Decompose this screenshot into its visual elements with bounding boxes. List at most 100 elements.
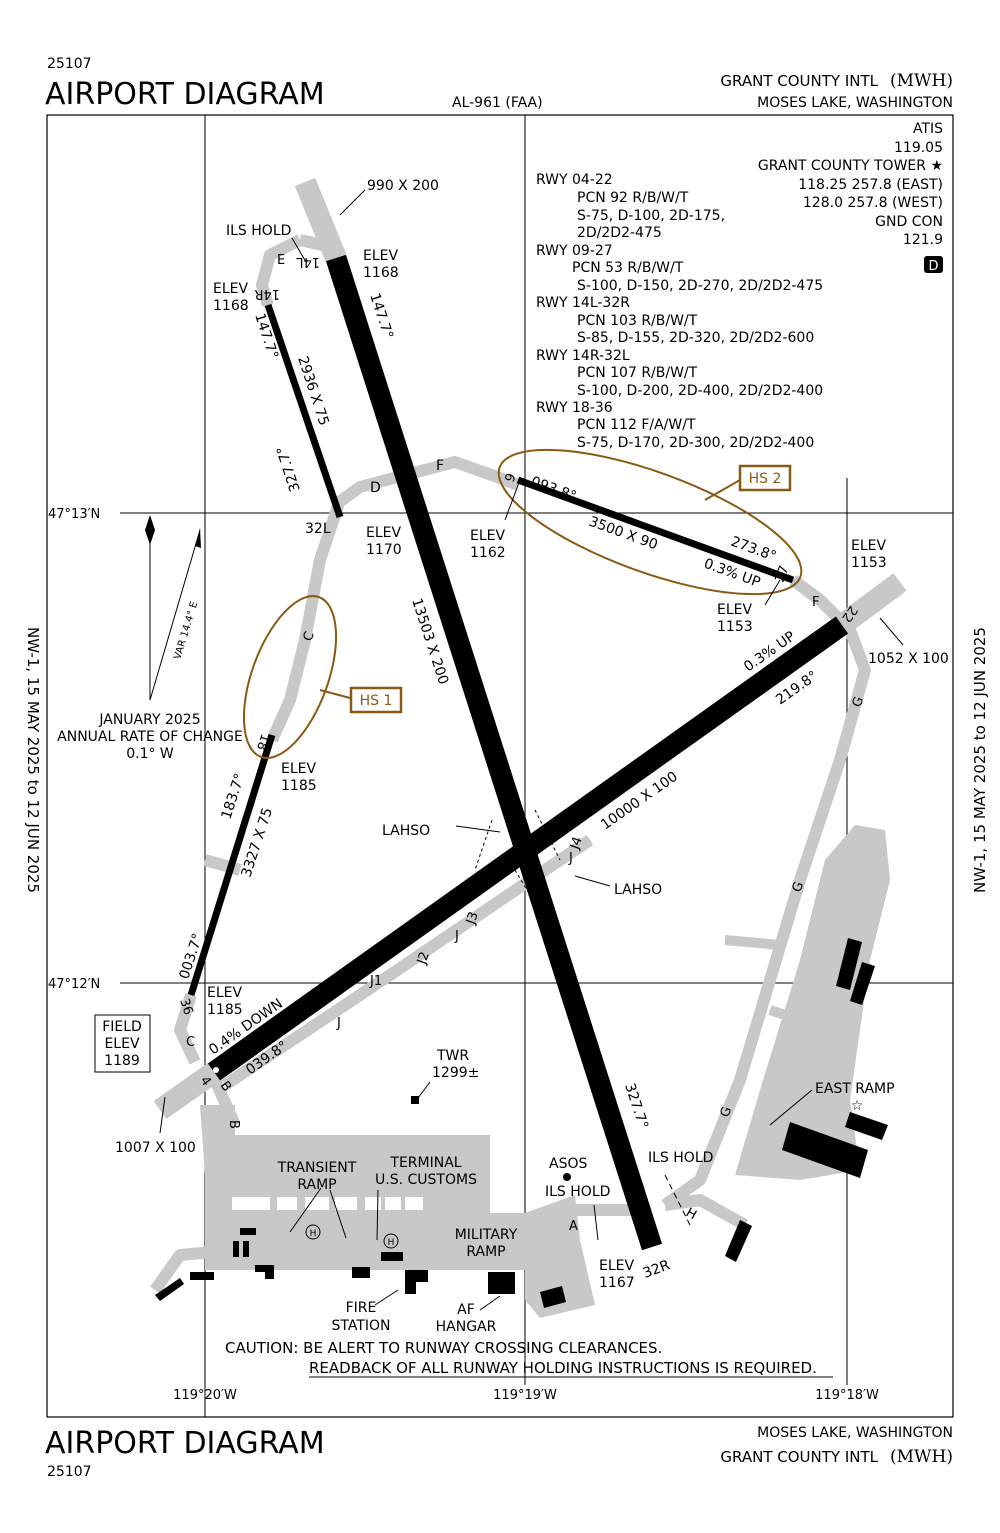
- elev-18-0-label: ELEV: [281, 761, 316, 777]
- elev-14l-0-label: ELEV: [363, 248, 398, 264]
- twy-j1-label: J1: [369, 974, 382, 989]
- terminal-1-label: U.S. CUSTOMS: [375, 1172, 477, 1188]
- twy-b2-label: B: [226, 1120, 241, 1129]
- hot-spot-2-label[interactable]: HS 2: [749, 471, 782, 487]
- tower-star-icon: ☆: [851, 1098, 864, 1114]
- hdg-327-a-label: 327.7°: [274, 444, 304, 494]
- footer-title: AIRPORT DIAGRAM: [45, 1426, 325, 1461]
- rwy-32l-label: 32L: [305, 521, 331, 537]
- twy-e-label: E: [277, 253, 285, 268]
- field-elev-1-label: ELEV: [104, 1036, 139, 1052]
- runway-data-1-lines-0-label: S-100, D-150, 2D-270, 2D/2D2-475: [577, 278, 823, 294]
- heliport-icon: [305, 1224, 321, 1240]
- elev-32r-1-label: 1167: [599, 1275, 635, 1291]
- magnetic-variation-indicator: VAR 14.4° E JANUARY 2025 ANNUAL RATE OF …: [57, 515, 243, 762]
- elev-14r-0-label: ELEV: [213, 281, 248, 297]
- asos-label: ASOS: [549, 1156, 587, 1172]
- lat-south-label: 47°12′N: [48, 977, 100, 992]
- twy-g3-label: G: [718, 1105, 736, 1120]
- runway-data-block: RWY 04-22 PCN 92 R/B/W/T S-75, D-100, 2D…: [536, 172, 823, 451]
- comms-tower-west-label: 128.0 257.8 (WEST): [803, 195, 943, 211]
- leader-lines: [159, 189, 904, 1311]
- transient-ramp-0-label: TRANSIENT: [277, 1160, 357, 1176]
- taxiways: [150, 177, 907, 1318]
- twy-j-label: J: [568, 851, 573, 866]
- elev-32r-0-label: ELEV: [599, 1258, 634, 1274]
- elev-32l-1-label: 1170: [366, 542, 402, 558]
- twy-d-label: D: [370, 480, 381, 496]
- hot-spot-1-label[interactable]: HS 1: [360, 693, 393, 709]
- comms-tower-label-label: GRANT COUNTY TOWER ★: [758, 158, 943, 174]
- runway-09-27: [516, 476, 795, 584]
- twr-0-label: TWR: [436, 1048, 469, 1064]
- elev-32l-0-label: ELEV: [366, 525, 401, 541]
- lon-west-label: 119°20′W: [173, 1388, 237, 1403]
- comms-atis-label-label: ATIS: [913, 121, 943, 137]
- twy-j-b-label: J: [454, 929, 459, 944]
- footer-chart-number: 25107: [47, 1464, 92, 1480]
- footer-location: MOSES LAKE, WASHINGTON: [757, 1425, 953, 1441]
- elev-36-1-label: 1185: [207, 1002, 243, 1018]
- terminal-0-label: TERMINAL: [389, 1155, 461, 1171]
- elev-14l-1-label: 1168: [363, 265, 399, 281]
- elev-14r-1-label: 1168: [213, 298, 249, 314]
- field-elev-0-label: FIELD: [102, 1019, 142, 1035]
- chart-title: AIRPORT DIAGRAM: [45, 77, 325, 112]
- diagram-labels: 990 X 200 ILS HOLD E 14L 14R ELEV 1168 E…: [115, 178, 949, 1378]
- runway-data-3-lines-0-label: S-100, D-200, 2D-400, 2D/2D2-400: [577, 383, 823, 399]
- runway-04-22: [207, 616, 849, 1081]
- runway-data-2-pcn-label: PCN 103 R/B/W/T: [577, 313, 698, 329]
- runway-data-0-lines-0-label: S-75, D-100, 2D-175,: [577, 208, 725, 224]
- dim-04-ext-label: 1007 X 100: [115, 1140, 196, 1156]
- runway-data-1-rwy-label: RWY 09-27: [536, 243, 613, 259]
- rwy-27-label: 27: [773, 564, 793, 585]
- runways: [187, 254, 849, 1251]
- twy-g2-label: G: [790, 880, 808, 895]
- af-hangar-0-label: AF: [457, 1302, 475, 1318]
- rwy-14r-label: 14R: [254, 286, 280, 301]
- runway-data-3-rwy-label: RWY 14R-32L: [536, 348, 630, 364]
- margin-effective-dates-right: NW-1, 15 MAY 2025 to 12 JUN 2025: [971, 627, 989, 893]
- runway-data-0-pcn-label: PCN 92 R/B/W/T: [577, 190, 689, 206]
- east-ramp-label: EAST RAMP: [815, 1081, 895, 1097]
- runway-data-4-lines-0-label: S-75, D-170, 2D-300, 2D/2D2-400: [577, 435, 814, 451]
- lon-east-label: 119°18′W: [815, 1388, 879, 1403]
- lon-mid-label: 119°19′W: [493, 1388, 557, 1403]
- runway-data-3-pcn-label: PCN 107 R/B/W/T: [577, 365, 698, 381]
- elev-18-1-label: 1185: [281, 778, 317, 794]
- airport-location: MOSES LAKE, WASHINGTON: [757, 95, 953, 111]
- fire-station-0-label: FIRE: [346, 1300, 377, 1316]
- runway-14l-32r: [325, 254, 663, 1251]
- magvar-rate-label: 0.1° W: [126, 746, 174, 762]
- hot-spot-2-outline: [497, 448, 803, 596]
- rwy-32r-label: 32R: [641, 1257, 673, 1282]
- field-elevation-box: [94, 1014, 151, 1073]
- dim-14l-ext-label: 990 X 200: [367, 178, 439, 194]
- airport-id: (MWH): [890, 71, 953, 91]
- hdg-327-b-label: 327.7°: [621, 1081, 651, 1131]
- rwy-18-label: 18: [253, 732, 272, 752]
- footer-airport-name: GRANT COUNTY INTL: [720, 1448, 878, 1466]
- twr-1-label: 1299±: [432, 1065, 479, 1081]
- twy-j4-label: J4: [567, 835, 586, 852]
- twy-c2-label: C: [186, 1035, 195, 1050]
- footer-airport-id: (MWH): [890, 1447, 953, 1467]
- elev-9-0-label: ELEV: [470, 528, 505, 544]
- d-atis-badge: D: [928, 259, 938, 274]
- twy-g1-label: G: [850, 695, 868, 710]
- lahso-2-label: LAHSO: [614, 882, 662, 898]
- buildings: [155, 938, 888, 1308]
- lahso-1-label: LAHSO: [382, 823, 430, 839]
- runway-data-4-rwy-label: RWY 18-36: [536, 400, 613, 416]
- runway-data-2-rwy-label: RWY 14L-32R: [536, 295, 630, 311]
- caution-2-label: READBACK OF ALL RUNWAY HOLDING INSTRUCTI…: [309, 1359, 817, 1377]
- runway-data-1-pcn-label: PCN 53 R/B/W/T: [572, 260, 684, 276]
- runway-14r-32l: [264, 303, 344, 519]
- elev-22-1-label: 1153: [851, 555, 887, 571]
- comms-gnd-freq-label: 121.9: [903, 232, 943, 248]
- airport-name: GRANT COUNTY INTL: [720, 72, 878, 90]
- comms-atis-freq-label: 119.05: [894, 140, 943, 156]
- hot-spot-1-outline: [242, 595, 338, 759]
- af-hangar-1-label: HANGAR: [436, 1319, 497, 1335]
